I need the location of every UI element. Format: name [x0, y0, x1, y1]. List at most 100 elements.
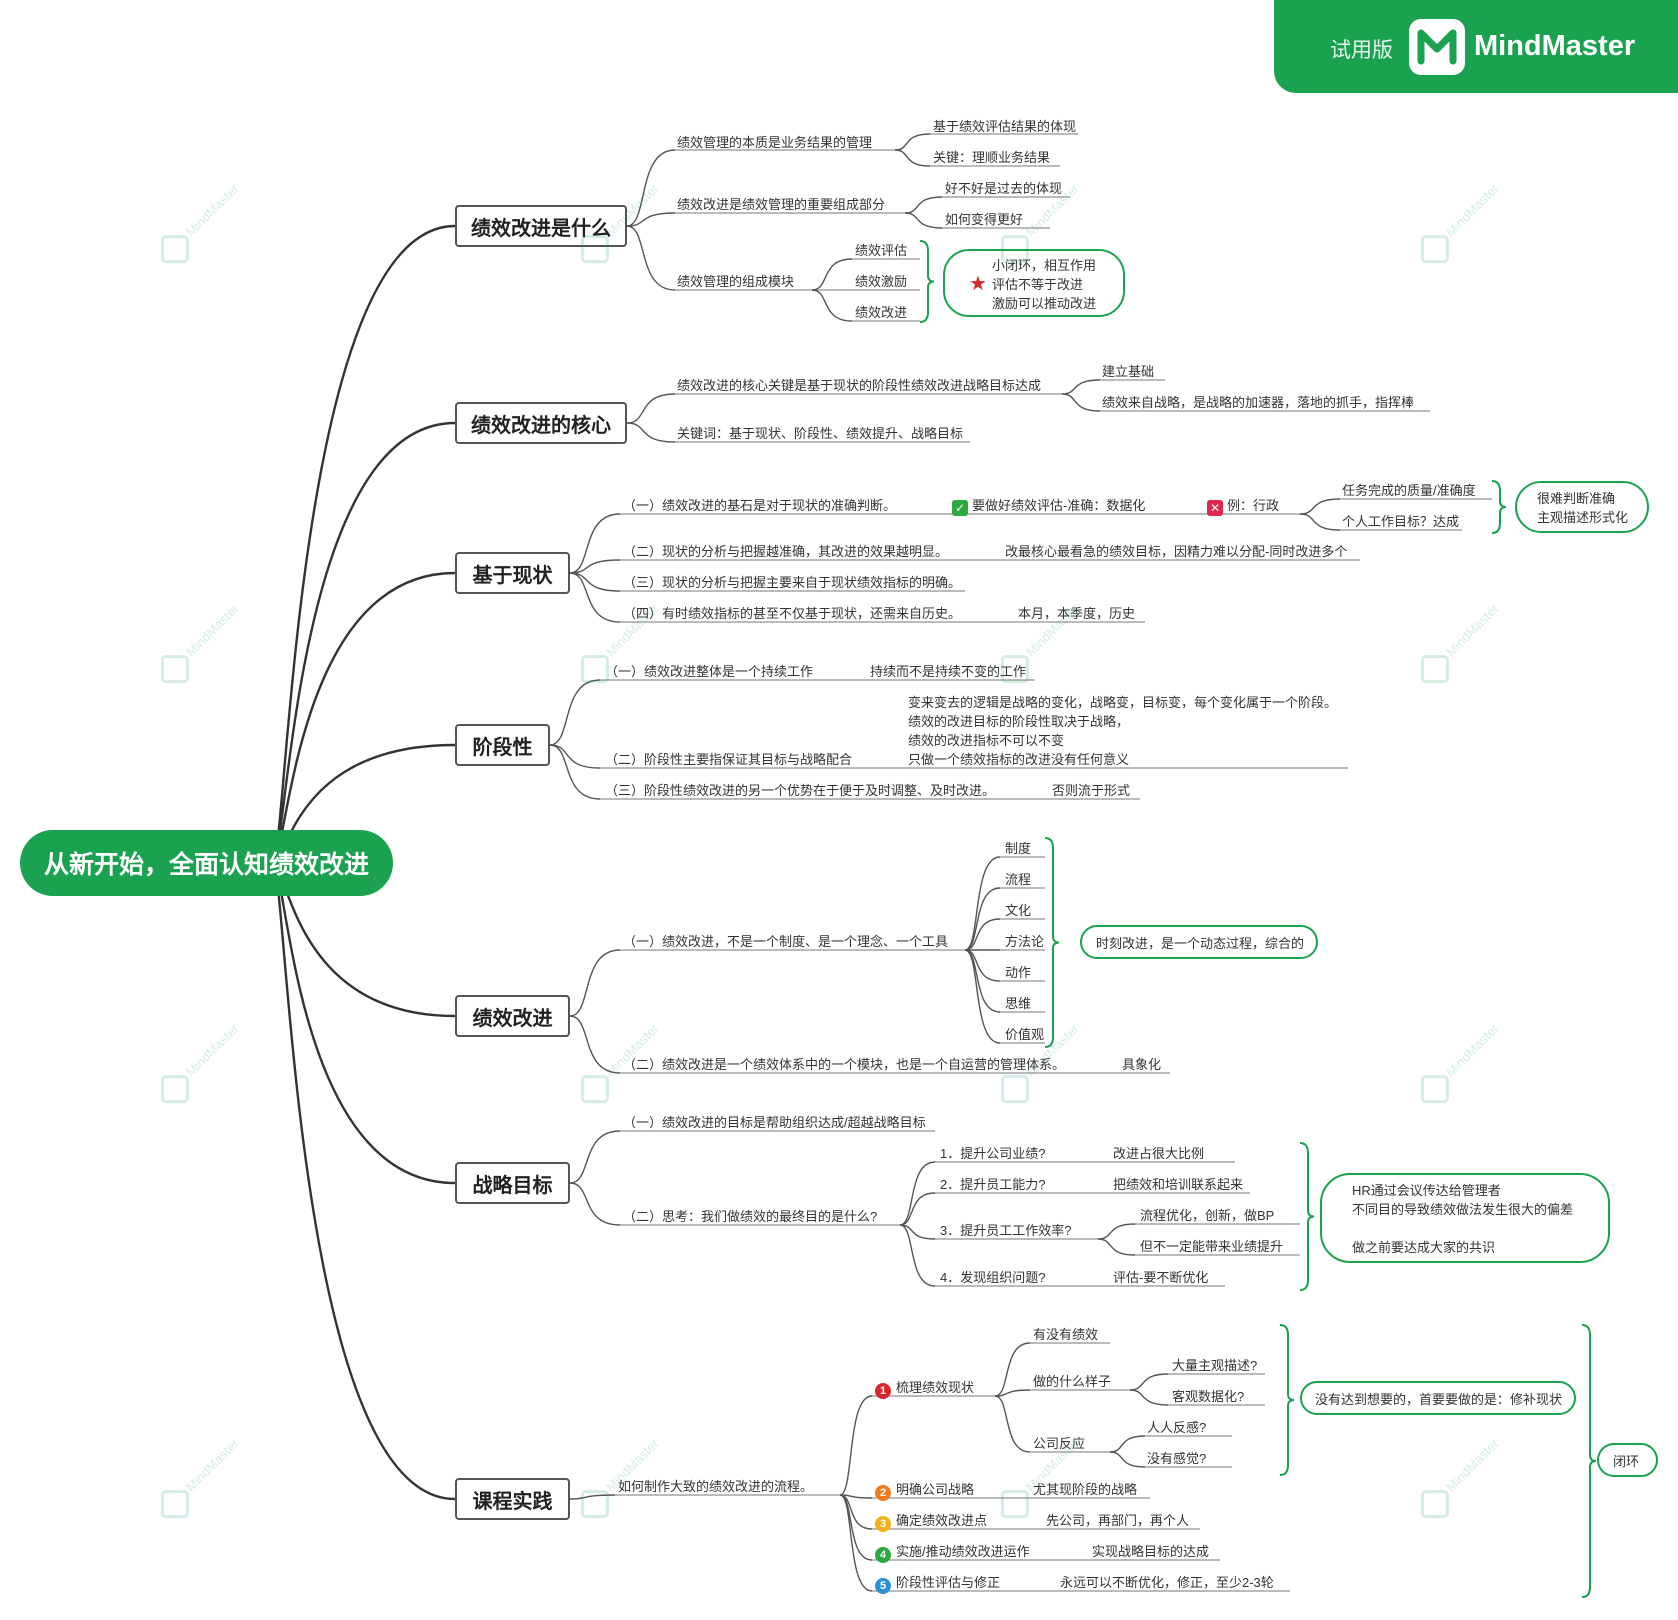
t5-item-0[interactable]: 制度 [1005, 841, 1032, 856]
t2-branch-b[interactable]: 关键词：基于现状、阶段性、绩效提升、战略目标 [677, 426, 964, 441]
t6-q3[interactable]: 3．提升员工工作效率? [940, 1223, 1072, 1238]
connector-line [1299, 513, 1341, 531]
t7-s3a[interactable]: 先公司，再部门，再个人 [1046, 1513, 1190, 1528]
t7-s1b[interactable]: 做的什么样子 [1033, 1374, 1112, 1389]
t1-branch-c[interactable]: 绩效管理的组成模块 [677, 274, 795, 289]
t3-branch-c[interactable]: （三）现状的分析与把握主要来自于现状绩效指标的明确。 [623, 575, 962, 590]
t7-s2a[interactable]: 尤其现阶段的战略 [1033, 1482, 1138, 1497]
t1-leaf-c1[interactable]: 绩效评估 [855, 243, 908, 258]
t5-item-5[interactable]: 思维 [1005, 996, 1032, 1011]
connector-line [569, 572, 621, 592]
t3-leaf-cross[interactable]: ✕例：行政 [1207, 498, 1279, 516]
t4-branch-a[interactable]: （一）绩效改进整体是一个持续工作 [605, 664, 814, 679]
connector-line [994, 1395, 1031, 1453]
t6-branch-a[interactable]: （一）绩效改进的目标是帮助组织达成/超越战略目标 [623, 1115, 926, 1130]
t5-item-3[interactable]: 方法论 [1005, 934, 1045, 949]
watermark: MindMaster [575, 1432, 667, 1524]
t3-leaf-b1[interactable]: 改最核心最看急的绩效目标，因精力难以分配-同时改进多个 [1005, 544, 1348, 559]
connector-line [1061, 393, 1101, 412]
t6-q4[interactable]: 4．发现组织问题? [940, 1270, 1046, 1285]
t2-branch-a[interactable]: 绩效改进的核心关键是基于现状的阶段性绩效改进战略目标达成 [677, 378, 1042, 393]
t1-callout[interactable]: ★ 小闭环，相互作用 评估不等于改进 激励可以推动改进 [943, 249, 1125, 317]
topic-performance-improvement[interactable]: 绩效改进 [455, 995, 570, 1037]
connector-line [1109, 1435, 1146, 1453]
t6-q1[interactable]: 1．提升公司业绩? [940, 1146, 1046, 1161]
t7-s1b2[interactable]: 客观数据化? [1172, 1389, 1245, 1404]
t5-item-6[interactable]: 价值观 [1005, 1027, 1045, 1042]
t5-leaf-b1[interactable]: 具象化 [1122, 1057, 1162, 1072]
t1-leaf-b2[interactable]: 如何变得更好 [945, 212, 1024, 227]
topic-phased[interactable]: 阶段性 [455, 724, 550, 766]
t3-leaf-d1[interactable]: 本月，本季度，历史 [1018, 606, 1136, 621]
t3-branch-b[interactable]: （二）现状的分析与把握越准确，其改进的效果越明显。 [623, 544, 949, 559]
t3-branch-d[interactable]: （四）有时绩效指标的甚至不仅基于现状，还需来自历史。 [623, 606, 962, 621]
t6-branch-b[interactable]: （二）思考：我们做绩效的最终目的是什么? [623, 1209, 878, 1224]
t3-leaf-check[interactable]: ✓要做好绩效评估-准确：数据化 [952, 498, 1145, 516]
t7-s1c[interactable]: 公司反应 [1033, 1436, 1086, 1451]
t1-leaf-c3[interactable]: 绩效改进 [855, 305, 908, 320]
t2-leaf-a2[interactable]: 绩效来自战略，是战略的加速器，落地的抓手，指挥棒 [1102, 395, 1415, 410]
t5-item-1[interactable]: 流程 [1005, 872, 1032, 887]
t4-branch-c[interactable]: （三）阶段性绩效改进的另一个优势在于便于及时调整、及时改进。 [605, 783, 996, 798]
connector-line [626, 422, 676, 443]
t1-leaf-a2[interactable]: 关键：理顺业务结果 [933, 150, 1051, 165]
cross-icon: ✕ [1207, 500, 1223, 516]
t1-leaf-a1[interactable]: 基于绩效评估结果的体现 [933, 119, 1077, 134]
watermark: MindMaster [155, 177, 247, 269]
t5-item-2[interactable]: 文化 [1005, 903, 1032, 918]
t7-callout-fix[interactable]: 没有达到想要的，首要要做的是：修补现状 [1300, 1381, 1576, 1415]
t1-branch-b[interactable]: 绩效改进是绩效管理的重要组成部分 [677, 197, 886, 212]
t6-q4a[interactable]: 评估-要不断优化 [1113, 1270, 1209, 1285]
t4-leaf-a1[interactable]: 持续而不是持续不变的工作 [870, 664, 1027, 679]
t6-q2[interactable]: 2．提升员工能力? [940, 1177, 1046, 1192]
t7-s1a[interactable]: 有没有绩效 [1033, 1327, 1099, 1342]
t6-q3b[interactable]: 但不一定能带来业绩提升 [1140, 1239, 1284, 1254]
t1-leaf-c2[interactable]: 绩效激励 [855, 274, 908, 289]
t7-s1b1[interactable]: 大量主观描述? [1172, 1358, 1258, 1373]
t4-branch-b[interactable]: （二）阶段性主要指保证其目标与战略配合 [605, 752, 853, 767]
t3-branch-a[interactable]: （一）绩效改进的基石是对于现状的准确判断。 [623, 498, 897, 513]
central-topic[interactable]: 从新开始，全面认知绩效改进 [20, 830, 393, 896]
trial-label: 试用版 [1330, 39, 1393, 62]
t2-leaf-a1[interactable]: 建立基础 [1102, 364, 1155, 379]
t7-s4a[interactable]: 实现战略目标的达成 [1092, 1544, 1210, 1559]
t3-leaf-a2[interactable]: 个人工作目标？达成 [1342, 514, 1460, 529]
t7-s1c1[interactable]: 人人反感? [1147, 1420, 1207, 1435]
t3-leaf-a1[interactable]: 任务完成的质量/准确度 [1342, 483, 1476, 498]
t4-leaf-c1[interactable]: 否则流于形式 [1052, 783, 1131, 798]
t1-branch-a[interactable]: 绩效管理的本质是业务结果的管理 [677, 135, 873, 150]
topic-strategic-goals[interactable]: 战略目标 [455, 1162, 570, 1204]
t5-callout[interactable]: 时刻改进，是一个动态过程，综合的 [1080, 925, 1318, 959]
topic-core[interactable]: 绩效改进的核心 [455, 402, 627, 444]
watermark: MindMaster [155, 1432, 247, 1524]
central-connector [273, 862, 456, 1501]
t4-leaf-b1[interactable]: 变来变去的逻辑是战略的变化，战略变，目标变，每个变化属于一个阶段。 绩效的改进目… [908, 695, 1338, 767]
t5-branch-b[interactable]: （二）绩效改进是一个绩效体系中的一个模块，也是一个自运营的管理体系。 [623, 1057, 1066, 1072]
t7-s1c2[interactable]: 没有感觉? [1147, 1451, 1207, 1466]
t7-s5a[interactable]: 永远可以不断优化，修正，至少2-3轮 [1060, 1575, 1274, 1590]
t6-q2a[interactable]: 把绩效和培训联系起来 [1113, 1177, 1244, 1192]
topic-what-is-improvement[interactable]: 绩效改进是什么 [455, 205, 627, 247]
t6-q1a[interactable]: 改进占很大比例 [1113, 1146, 1205, 1161]
t7-branch-a[interactable]: 如何制作大致的绩效改进的流程。 [618, 1479, 814, 1494]
t7-callout-loop[interactable]: 闭环 [1597, 1443, 1658, 1477]
t5-branch-a[interactable]: （一）绩效改进，不是一个制度、是一个理念、一个工具 [623, 934, 949, 949]
watermark: MindMaster [1415, 177, 1507, 269]
watermark: MindMaster [1415, 597, 1507, 689]
t1-leaf-b1[interactable]: 好不好是过去的体现 [945, 181, 1063, 196]
t3-callout[interactable]: 很难判断准确 主观描述形式化 [1515, 481, 1649, 533]
t5-item-4[interactable]: 动作 [1005, 965, 1032, 980]
topic-based-on-status[interactable]: 基于现状 [455, 552, 570, 594]
topic-course-practice[interactable]: 课程实践 [455, 1478, 570, 1520]
t7-step-5-text: 阶段性评估与修正 [896, 1575, 1001, 1590]
t3-check-text: 要做好绩效评估-准确：数据化 [972, 498, 1146, 513]
t6-q3a[interactable]: 流程优化，创新，做BP [1140, 1208, 1275, 1223]
watermark: MindMaster [155, 597, 247, 689]
t6-callout[interactable]: HR通过会议传达给管理者 不同目的导致绩效做法发生很大的偏差 做之前要达成大家的… [1320, 1173, 1610, 1263]
